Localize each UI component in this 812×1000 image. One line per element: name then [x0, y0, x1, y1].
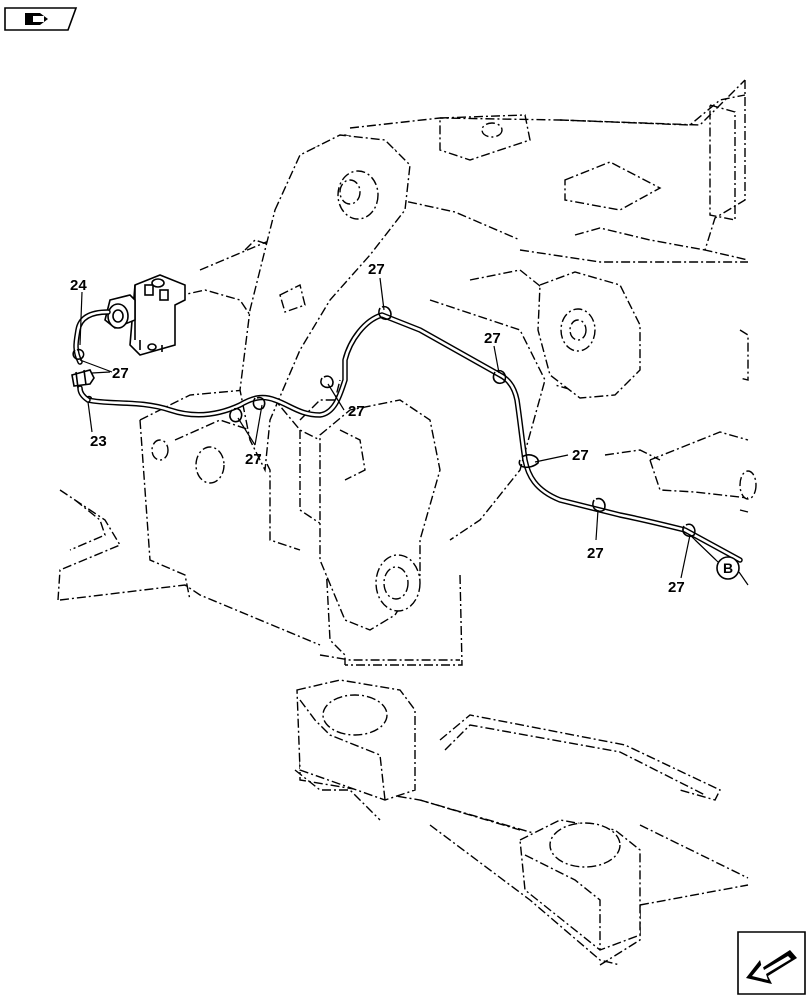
- callout-27-left-pair: 27: [245, 451, 262, 468]
- solenoid-valve-block: [104, 274, 186, 356]
- cable-clips: [72, 305, 696, 538]
- wire-harness: [73, 309, 743, 563]
- callout-27-top-left: 27: [368, 261, 385, 278]
- callout-27-bottom: 27: [587, 545, 604, 562]
- next-page-arrow-icon[interactable]: [737, 931, 806, 995]
- boom-arm: [239, 134, 441, 631]
- pivot-block-right: [537, 271, 641, 399]
- callout-24: 24: [70, 277, 87, 294]
- mounting-pad-right: [519, 819, 641, 951]
- book-page-icon[interactable]: [4, 7, 78, 31]
- callout-23: 23: [90, 433, 107, 450]
- callout-27-far-right: 27: [668, 579, 685, 596]
- callout-27-valve: 27: [112, 365, 129, 382]
- callout-27-top-right: 27: [484, 330, 501, 347]
- mounting-pad-left: [296, 679, 416, 801]
- leader-lines: [79, 277, 719, 579]
- callout-labels: 24 27 23 27 27 27 27 27 27 27: [70, 261, 685, 596]
- callout-27-right: 27: [572, 447, 589, 464]
- callout-27-mid-low: 27: [348, 403, 365, 420]
- reference-b: B: [716, 556, 749, 586]
- reference-b-letter: B: [723, 560, 733, 576]
